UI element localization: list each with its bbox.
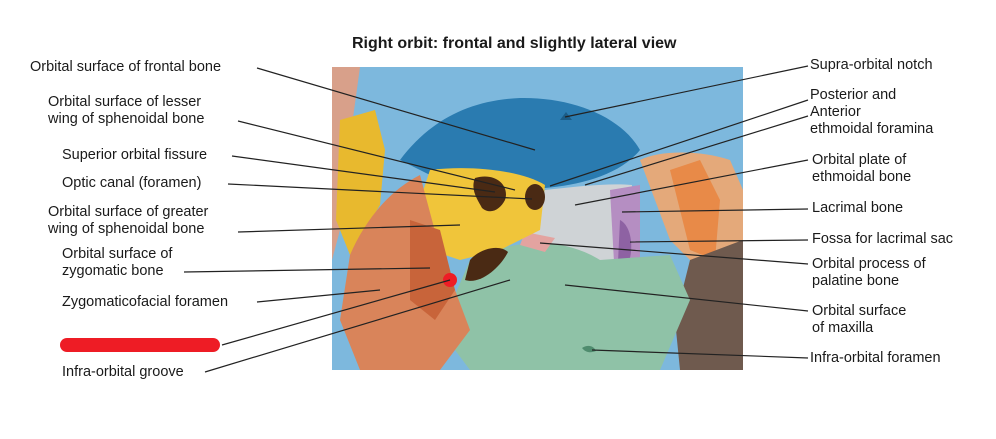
label-line: palatine bone [812,273,900,289]
supra-orbital-notch-mark [560,112,572,120]
label-line: Orbital surface of frontal bone [30,59,222,75]
label-line: Lacrimal bone [812,200,904,216]
nasal-process-orange [670,160,720,260]
label-line: Posterior and [810,87,897,103]
label-line: wing of sphenoidal bone [48,221,205,237]
label-optic-canal: Optic canal (foramen) [62,175,201,192]
leader-line-lacrimal-bone [621,208,809,213]
label-zygomaticofacial-foramen: Zygomaticofacial foramen [62,294,228,311]
leader-line-infra-orbital-foramen [591,349,809,359]
label-orbital-surface-maxilla: Orbital surface of maxilla [812,303,906,337]
label-orbital-surface-zygomatic: Orbital surface of zygomatic bone [62,246,172,280]
label-supra-orbital-notch: Supra-orbital notch [810,57,933,74]
label-line: Orbital plate of [812,152,907,168]
optic-canal-shape [525,184,545,210]
label-orbital-surface-frontal: Orbital surface of frontal bone [30,59,221,76]
label-line: Anterior [810,104,861,120]
label-ethmoidal-foramina: Posterior and Anterior ethmoidal foramin… [810,87,933,138]
label-line: Fossa for lacrimal sac [812,231,954,247]
label-line: Infra-orbital foramen [810,350,941,366]
label-line: Orbital process of [812,256,926,272]
label-line: Orbital surface of lesser [48,94,202,110]
label-line: Superior orbital fissure [62,147,208,163]
label-line: Infra-orbital groove [62,364,184,380]
leader-line-redacted [221,279,451,346]
leader-line-orbital-surface-greater-wing [237,224,461,233]
leader-line-superior-orbital-fissure [231,155,496,193]
figure-title: Right orbit: frontal and slightly latera… [352,35,677,52]
label-line: Zygomaticofacial foramen [62,294,229,310]
label-line: ethmoidal bone [812,169,912,185]
label-orbital-process-palatine: Orbital process of palatine bone [812,256,926,290]
label-line: Orbital surface of greater [48,204,209,220]
zygomatic-surface [410,220,455,320]
leader-line-infra-orbital-groove [204,279,511,373]
leader-line-posterior-ethmoidal [549,99,809,187]
label-line: of maxilla [812,320,874,336]
label-superior-orbital-fissure: Superior orbital fissure [62,147,207,164]
greater-wing-yellow [415,168,545,260]
label-infra-orbital-groove: Infra-orbital groove [62,364,184,381]
leader-line-orbital-plate-ethmoid [574,159,809,206]
lesser-wing-yellow [336,110,385,255]
infra-orbital-foramen-mark [582,345,596,353]
label-line: Orbital surface [812,303,907,319]
leader-line-orbital-process-palatine [539,242,809,265]
leader-line-orbital-surface-frontal [256,67,536,151]
redacted-label-bar [60,338,220,352]
inferior-fissure-shape [465,247,508,281]
label-line: Orbital surface of [62,246,173,262]
label-lacrimal-bone: Lacrimal bone [812,200,903,217]
label-orbital-plate-ethmoid: Orbital plate of ethmoidal bone [812,152,911,186]
leader-line-orbital-surface-maxilla [564,284,809,312]
leader-line-supra-orbital-notch [564,65,809,118]
leader-line-zygomaticofacial-foramen [256,289,381,303]
maxilla-shadow [675,240,743,370]
label-line: Supra-orbital notch [810,57,933,73]
label-infra-orbital-foramen: Infra-orbital foramen [810,350,941,367]
label-orbital-surface-greater-wing: Orbital surface of greater wing of sphen… [48,204,208,238]
maxilla-floor [440,243,690,370]
label-orbital-surface-lesser-wing: Orbital surface of lesser wing of spheno… [48,94,204,128]
palatine-process [520,232,555,252]
label-line: zygomatic bone [62,263,164,279]
label-fossa-lacrimal-sac: Fossa for lacrimal sac [812,231,953,248]
leader-line-orbital-surface-zygomatic [183,267,431,273]
leader-line-anterior-ethmoidal [584,115,809,186]
leader-line-optic-canal [227,183,533,200]
leader-line-fossa-lacrimal-sac [629,239,809,243]
label-line: ethmoidal foramina [810,121,934,137]
label-line: wing of sphenoidal bone [48,111,205,127]
leader-line-orbital-surface-lesser-wing [237,120,516,191]
label-line: Optic canal (foramen) [62,175,202,191]
lacrimal-sac-fossa [618,220,632,265]
frontal-bone [400,97,640,189]
